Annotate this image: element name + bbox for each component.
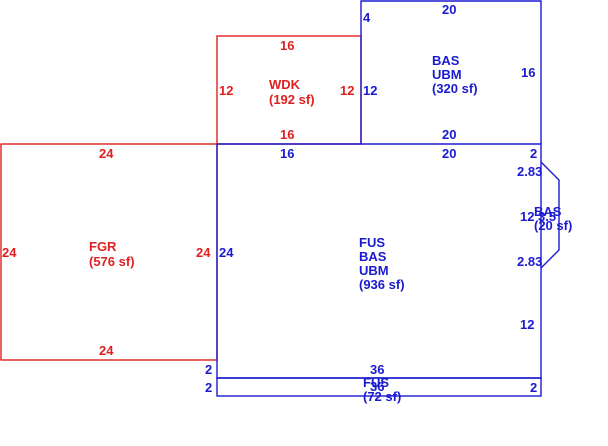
strip-area-label: FUS (72 sf) [363,375,401,404]
fgr-code: FGR [89,239,117,254]
bas-top-size: (320 sf) [432,81,478,96]
dim-fgr-bottom: 24 [99,343,114,358]
fgr-area-label: FGR (576 sf) [89,239,135,269]
main-size: (936 sf) [359,277,405,292]
bay-code: BAS [534,204,562,219]
bay-outline [540,161,560,269]
strip-outline [216,377,542,397]
dim-strip-bottom: 36 [370,379,384,394]
main-code-2: BAS [359,249,387,264]
bay-area-label: BAS (20 sf) [534,204,572,233]
wdk-code: WDK [269,77,301,92]
dim-fgr-right: 24 [196,245,211,260]
fgr-size: (576 sf) [89,254,135,269]
dim-main-right-top: 2 [530,146,537,161]
dim-main-top-left: 16 [280,146,294,161]
dim-bay-overlap: 3.5 [538,209,556,224]
main-code-3: UBM [359,263,389,278]
dim-fgr-left: 24 [2,245,17,260]
dim-main-right-bottom: 12 [520,317,534,332]
dim-bay-upper: 2.83 [517,164,542,179]
dim-main-top-right: 20 [442,146,456,161]
strip-size: (72 sf) [363,389,401,404]
dim-wdk-right: 12 [340,83,354,98]
strip-code: FUS [363,375,389,390]
dim-bas-top-bottom: 20 [442,127,456,142]
dim-bas-top-left-upper: 4 [363,10,371,25]
dim-wdk-top: 16 [280,38,294,53]
dim-strip-top: 36 [370,362,384,377]
bas-top-outline [360,0,542,144]
dim-strip-left-upper: 2 [205,362,212,377]
bas-top-code-1: BAS [432,53,460,68]
dim-bas-top-right: 16 [521,65,535,80]
main-area-label: FUS BAS UBM (936 sf) [359,235,405,292]
dim-fgr-top: 24 [99,146,114,161]
bay-size: (20 sf) [534,218,572,233]
main-code-1: FUS [359,235,385,250]
bas-top-area-label: BAS UBM (320 sf) [432,53,478,96]
dim-wdk-left: 12 [219,83,233,98]
dim-bas-top-top: 20 [442,2,456,17]
bas-top-code-2: UBM [432,67,462,82]
dim-main-left: 24 [219,245,234,260]
dim-bas-top-left-lower: 12 [363,83,377,98]
wdk-area-label: WDK (192 sf) [269,77,315,107]
dim-bay-middle: 12 [520,209,534,224]
dim-bay-lower: 2.83 [517,254,542,269]
dim-strip-left-lower: 2 [205,380,212,395]
dim-strip-right: 2 [530,380,537,395]
wdk-size: (192 sf) [269,92,315,107]
dim-wdk-bottom: 16 [280,127,294,142]
